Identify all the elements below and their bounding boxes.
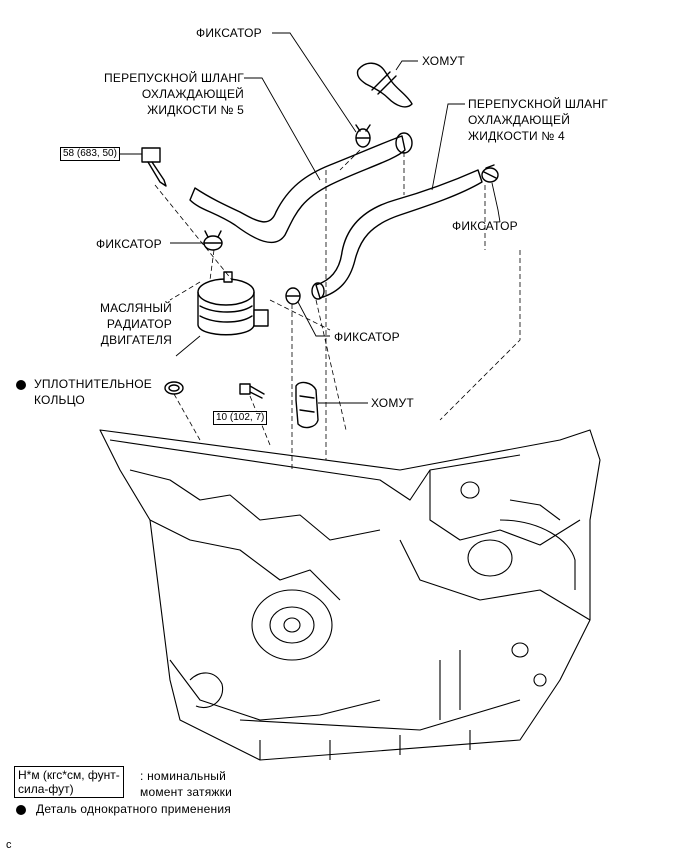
fixator-clip-top	[355, 124, 371, 148]
fixator-clip-right	[481, 164, 499, 183]
corner-code: c	[6, 839, 12, 851]
label-hose-5-line2: ОХЛАЖДАЮЩЕЙ	[141, 87, 244, 101]
label-oil-cooler-line3: ДВИГАТЕЛЯ	[100, 333, 172, 347]
label-fixator-left: ФИКСАТОР	[96, 237, 162, 251]
label-clamp-top: ХОМУТ	[422, 54, 465, 68]
bolt-small	[239, 383, 265, 399]
fixator-clip-mid	[285, 287, 301, 305]
bypass-hose-5	[189, 135, 406, 244]
torque-label-large-bolt: 58 (683, 50)	[60, 147, 120, 161]
label-hose-4-line1: ПЕРЕПУСКНОЙ ШЛАНГ	[468, 97, 608, 111]
hose-clamp-mid	[295, 381, 319, 429]
torque-label-small-bolt: 10 (102, 7)	[213, 411, 268, 425]
label-hose-5-line1: ПЕРЕПУСКНОЙ ШЛАНГ	[104, 71, 244, 85]
label-fixator-mid: ФИКСАТОР	[334, 330, 400, 344]
legend-single-use-text: Деталь однократного применения	[36, 802, 231, 816]
label-fixator-right: ФИКСАТОР	[452, 219, 518, 233]
o-ring	[164, 381, 184, 395]
label-o-ring-line2: КОЛЬЦО	[34, 393, 85, 407]
hose-clamp-top	[356, 62, 413, 108]
bolt-large	[141, 147, 167, 187]
legend-torque-desc-line1: : номинальный	[140, 769, 227, 783]
legend-torque-box-line2: сила-фут)	[18, 782, 74, 796]
legend-torque-box: Н*м (кгс*см, фунт- сила-фут)	[14, 766, 124, 798]
legend-torque-desc-line2: момент затяжки	[140, 785, 232, 799]
label-oil-cooler-line1: МАСЛЯНЫЙ	[99, 301, 172, 315]
label-hose-5-line3: ЖИДКОСТИ № 5	[147, 103, 244, 117]
engine-block	[99, 429, 601, 761]
label-oil-cooler-line2: РАДИАТОР	[106, 317, 172, 331]
label-fixator-top: ФИКСАТОР	[196, 26, 262, 40]
label-o-ring-line1: УПЛОТНИТЕЛЬНОЕ	[34, 377, 152, 391]
single-use-marker-icon	[16, 380, 26, 390]
label-hose-4-line3: ЖИДКОСТИ № 4	[468, 129, 565, 143]
legend-single-use-icon	[16, 805, 26, 815]
bypass-hose-4	[315, 169, 483, 299]
legend-torque-box-line1: Н*м (кгс*см, фунт-	[18, 768, 120, 782]
label-hose-4-line2: ОХЛАЖДАЮЩЕЙ	[468, 113, 571, 127]
label-clamp-mid: ХОМУТ	[371, 396, 414, 410]
engine-oil-cooler	[197, 271, 269, 336]
fixator-clip-left	[203, 230, 223, 251]
